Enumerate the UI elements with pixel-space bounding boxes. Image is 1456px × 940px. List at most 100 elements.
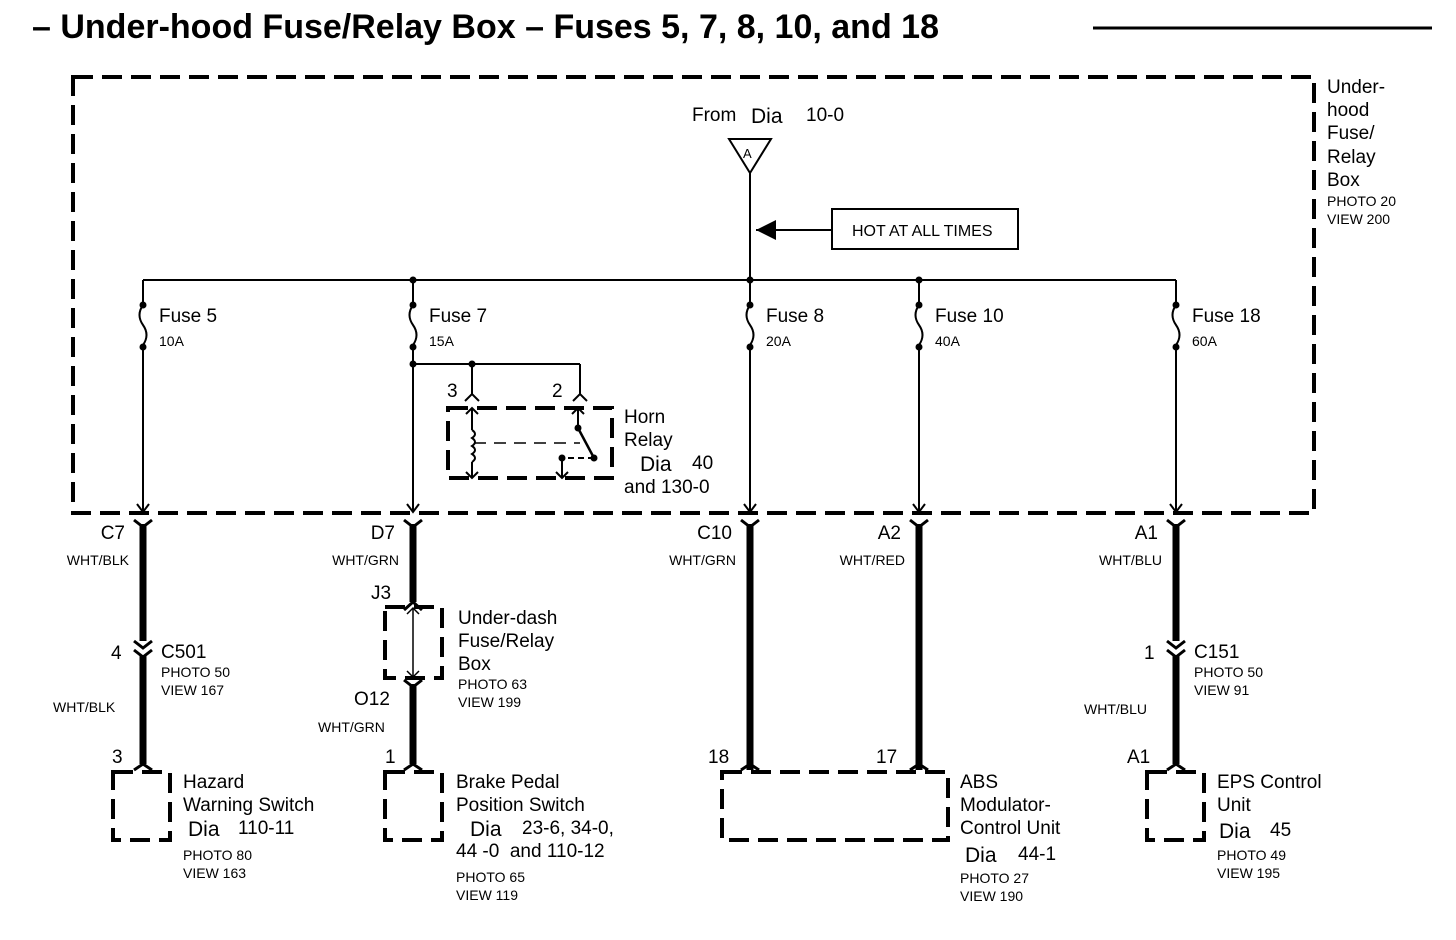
fuse-rating: 40A xyxy=(935,333,961,349)
svg-text:WHT/GRN: WHT/GRN xyxy=(318,719,385,735)
abs-modulator-control-unit: 18 17 ABS Modulator- Control Unit Dia 44… xyxy=(708,747,1061,904)
arrow-down-icon xyxy=(743,503,757,514)
fuse-icon xyxy=(138,304,148,346)
arrow-down-icon xyxy=(1169,503,1183,514)
svg-text:Position Switch: Position Switch xyxy=(456,795,585,816)
horn-relay: 3 2 Horn Relay Dia 40 and 130-0 xyxy=(409,360,713,498)
wire-color-label: WHT/GRN xyxy=(332,552,399,568)
svg-text:VIEW 199: VIEW 199 xyxy=(458,694,521,710)
connector-c151: 1 C151 PHOTO 50 VIEW 91 WHT/BLU xyxy=(1084,639,1263,717)
svg-text:110-11: 110-11 xyxy=(238,818,294,839)
connector-a-triangle: A xyxy=(727,138,773,175)
svg-text:2: 2 xyxy=(552,381,563,402)
svg-text:J3: J3 xyxy=(371,583,391,604)
svg-text:Dia: Dia xyxy=(965,844,997,867)
svg-text:3: 3 xyxy=(112,747,123,768)
svg-text:40: 40 xyxy=(692,453,713,474)
arrow-down-icon xyxy=(136,503,150,514)
terminal-label: A2 xyxy=(878,523,901,544)
fuse-rating: 15A xyxy=(429,333,455,349)
fuse-icon xyxy=(408,304,418,346)
svg-text:3: 3 xyxy=(447,381,458,402)
fuse-rating: 20A xyxy=(766,333,792,349)
svg-text:PHOTO 50: PHOTO 50 xyxy=(1194,664,1263,680)
svg-text:1: 1 xyxy=(385,747,396,768)
svg-text:ABS: ABS xyxy=(960,772,998,793)
svg-text:44-1: 44-1 xyxy=(1018,844,1056,865)
svg-text:Modulator-: Modulator- xyxy=(960,795,1051,816)
svg-text:45: 45 xyxy=(1270,820,1291,841)
svg-text:C501: C501 xyxy=(161,642,206,663)
fuse-branch: Fuse 7 15A xyxy=(406,280,487,514)
svg-text:Box: Box xyxy=(458,654,491,675)
svg-text:PHOTO 63: PHOTO 63 xyxy=(458,676,527,692)
wire-color-label: WHT/GRN xyxy=(669,552,736,568)
svg-text:Fuse/Relay: Fuse/Relay xyxy=(458,631,555,652)
svg-text:and 130-0: and 130-0 xyxy=(624,477,710,498)
svg-text:Brake Pedal: Brake Pedal xyxy=(456,772,560,793)
fuse-rating: 60A xyxy=(1192,333,1218,349)
svg-text:VIEW 167: VIEW 167 xyxy=(161,682,224,698)
svg-text:17: 17 xyxy=(876,747,897,768)
svg-text:Relay: Relay xyxy=(1327,147,1376,168)
svg-text:VIEW 163: VIEW 163 xyxy=(183,865,246,881)
connector-c501: 4 C501 PHOTO 50 VIEW 167 WHT/BLK xyxy=(53,639,230,715)
svg-text:VIEW 195: VIEW 195 xyxy=(1217,865,1280,881)
arrow-down-icon xyxy=(912,503,926,514)
svg-text:Control Unit: Control Unit xyxy=(960,818,1061,839)
brake-pedal-position-switch: 1 Brake Pedal Position Switch Dia 23-6, … xyxy=(383,747,614,903)
svg-text:O12: O12 xyxy=(354,689,390,710)
wire-color-label: WHT/RED xyxy=(840,552,905,568)
svg-text:Hazard: Hazard xyxy=(183,772,244,793)
svg-text:A1: A1 xyxy=(1127,747,1150,768)
hot-label: HOT AT ALL TIMES xyxy=(852,223,993,240)
svg-text:VIEW 91: VIEW 91 xyxy=(1194,682,1249,698)
page-title: – Under-hood Fuse/Relay Box – Fuses 5, 7… xyxy=(32,8,939,46)
fuse-rating: 10A xyxy=(159,333,185,349)
wire-color-label: WHT/BLU xyxy=(1099,552,1162,568)
svg-text:Dia: Dia xyxy=(640,453,672,476)
fuse-name: Fuse 5 xyxy=(159,306,217,327)
svg-text:Relay: Relay xyxy=(624,430,673,451)
svg-text:Fuse/: Fuse/ xyxy=(1327,123,1375,144)
svg-text:18: 18 xyxy=(708,747,729,768)
terminal-label: A1 xyxy=(1135,523,1158,544)
svg-text:PHOTO 65: PHOTO 65 xyxy=(456,869,525,885)
svg-text:44 -0 and 110-12: 44 -0 and 110-12 xyxy=(456,841,605,862)
terminal-label: C10 xyxy=(697,523,732,544)
svg-text:Dia: Dia xyxy=(188,818,220,841)
fuse-name: Fuse 7 xyxy=(429,306,487,327)
svg-text:From: From xyxy=(692,105,736,126)
svg-text:10-0: 10-0 xyxy=(806,105,844,126)
svg-text:PHOTO 27: PHOTO 27 xyxy=(960,870,1029,886)
svg-text:Warning Switch: Warning Switch xyxy=(183,795,314,816)
svg-text:Under-: Under- xyxy=(1327,77,1385,98)
fuse-name: Fuse 18 xyxy=(1192,306,1261,327)
wire-color-label: WHT/BLK xyxy=(67,552,130,568)
svg-text:4: 4 xyxy=(111,643,122,664)
svg-text:Dia: Dia xyxy=(470,818,502,841)
fusebox-label: Under- hood Fuse/ Relay Box PHOTO 20 VIE… xyxy=(1327,77,1396,227)
terminal-label: D7 xyxy=(371,523,395,544)
fuse-branch: Fuse 18 60A xyxy=(1169,280,1261,514)
svg-text:23-6, 34-0,: 23-6, 34-0, xyxy=(522,818,614,839)
underdash-fuse-relay-box: J3 Under-dash Fuse/Relay Box PHOTO 63 VI… xyxy=(318,583,557,735)
svg-text:Dia: Dia xyxy=(751,105,783,128)
svg-text:hood: hood xyxy=(1327,100,1369,121)
fuse-icon xyxy=(1171,304,1181,346)
svg-text:Horn: Horn xyxy=(624,407,665,428)
svg-text:PHOTO 50: PHOTO 50 xyxy=(161,664,230,680)
hot-label-box xyxy=(831,208,1019,250)
fuse-icon xyxy=(914,304,924,346)
svg-text:VIEW 190: VIEW 190 xyxy=(960,888,1023,904)
fuse-branch: Fuse 5 10A xyxy=(136,280,217,514)
svg-text:C151: C151 xyxy=(1194,642,1239,663)
terminal-label: C7 xyxy=(101,523,125,544)
